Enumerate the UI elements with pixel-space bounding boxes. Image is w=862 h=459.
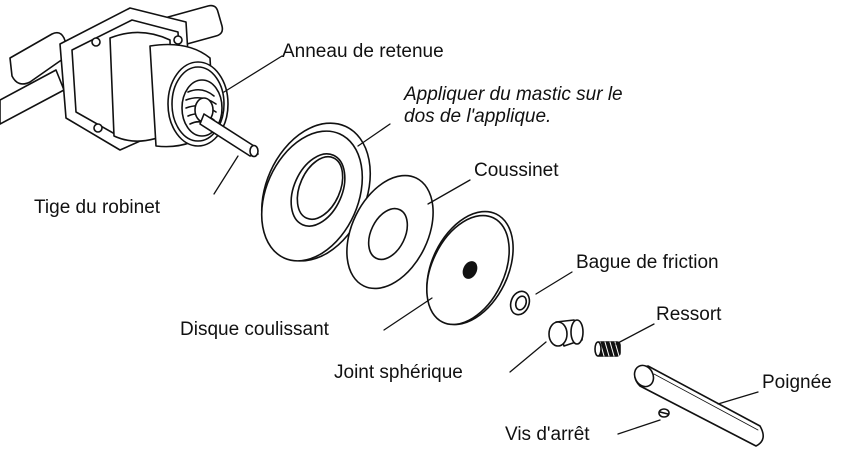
ball-joint (548, 319, 584, 347)
label-sealant-note-line2: dos de l'applique. (404, 106, 552, 127)
label-handle: Poignée (762, 372, 832, 393)
label-sliding-disc: Disque coulissant (180, 319, 329, 340)
valve-stem-shape (199, 113, 259, 158)
spring (594, 341, 621, 357)
label-spring: Ressort (656, 304, 722, 325)
leader-lines (213, 55, 759, 435)
gasket (346, 174, 434, 290)
label-friction-ring: Bague de friction (576, 252, 719, 273)
label-ball-joint: Joint sphérique (334, 362, 463, 383)
label-set-screw: Vis d'arrêt (505, 424, 590, 445)
label-cushion: Coussinet (474, 160, 559, 181)
sliding-disc (426, 210, 514, 326)
handle (633, 364, 764, 447)
escutcheon-plate (260, 122, 372, 262)
set-screw (658, 408, 670, 418)
label-sealant-note: Appliquer du mastic sur le dos de l'appl… (404, 84, 623, 128)
friction-ring (509, 290, 531, 316)
label-valve-stem: Tige du robinet (34, 197, 161, 218)
label-sealant-note-line1: Appliquer du mastic sur le (404, 84, 623, 105)
label-retaining-ring: Anneau de retenue (282, 41, 444, 62)
